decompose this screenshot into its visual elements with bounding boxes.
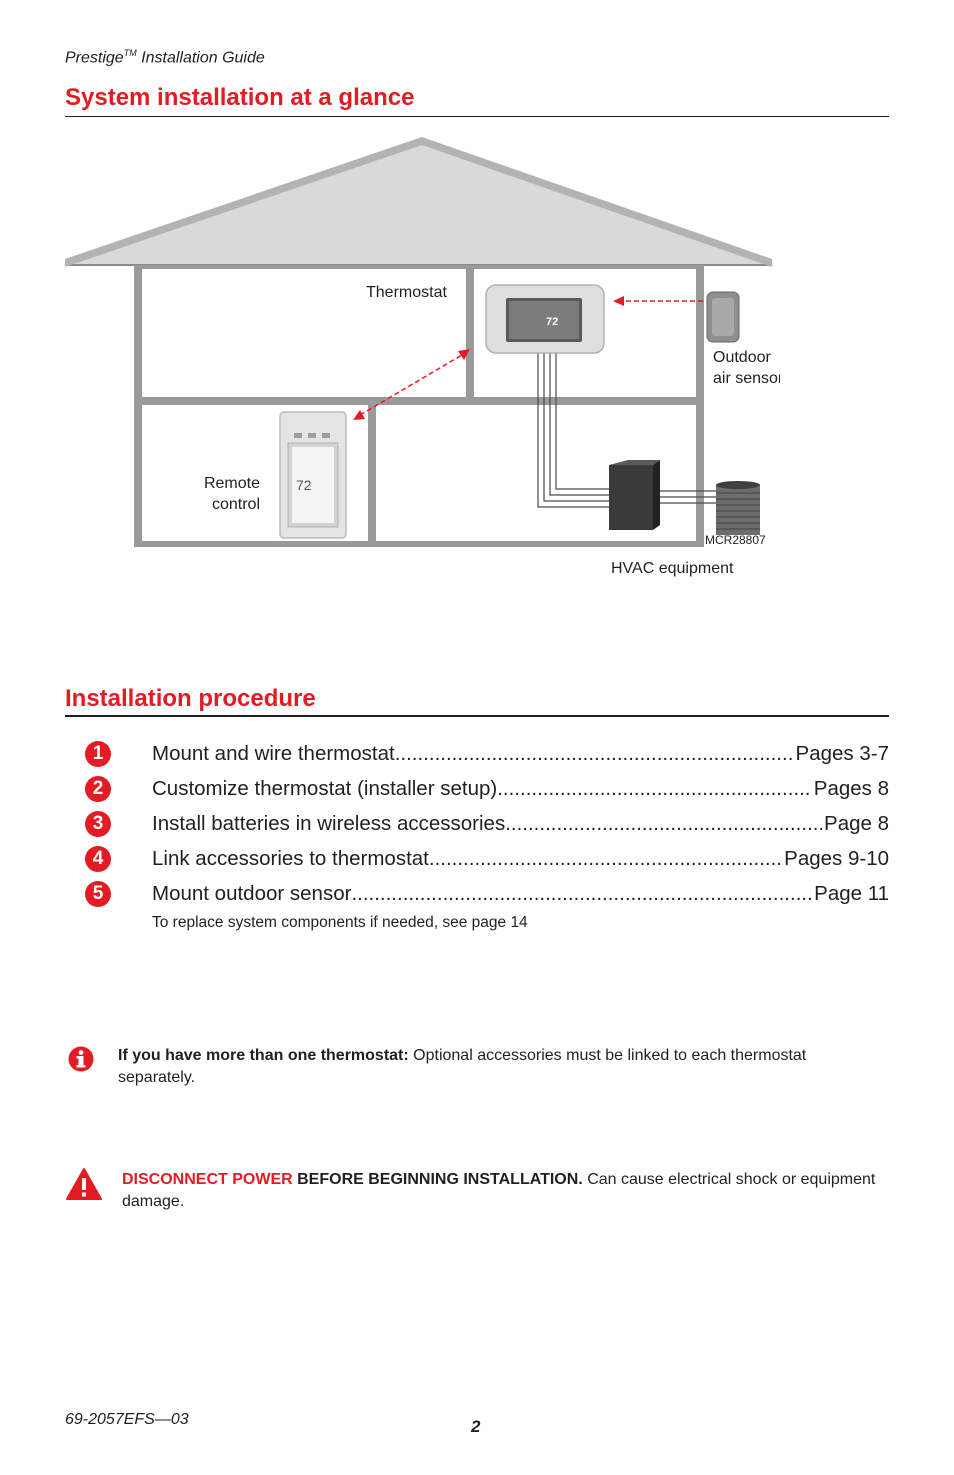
warning-icon bbox=[66, 1168, 102, 1200]
ac-condenser-unit bbox=[716, 481, 760, 535]
step-label: Install batteries in wireless accessorie… bbox=[152, 812, 889, 836]
system-diagram: 72 72 bbox=[64, 137, 780, 577]
procedure-step: 4 Link accessories to thermostat Pages 9-… bbox=[85, 841, 889, 876]
step-number-badge: 3 bbox=[85, 810, 111, 837]
section-rule bbox=[65, 116, 889, 117]
thermostat-wires bbox=[537, 353, 716, 508]
label-model-code: MCR28807 bbox=[705, 533, 766, 547]
house-roof bbox=[64, 137, 773, 267]
dot-leader bbox=[395, 742, 794, 766]
step-text: Mount outdoor sensor bbox=[152, 881, 352, 905]
info-icon bbox=[68, 1046, 94, 1072]
running-head: PrestigeTM Installation Guide bbox=[65, 48, 265, 67]
label-remote-2: control bbox=[212, 496, 260, 513]
step-number-badge: 5 bbox=[85, 880, 111, 907]
info-note: If you have more than one thermostat: Op… bbox=[118, 1045, 878, 1089]
section-title-procedure: Installation procedure bbox=[65, 685, 316, 712]
label-outdoor-1: Outdoor bbox=[713, 349, 771, 366]
guide-title: Installation Guide bbox=[136, 49, 265, 67]
label-thermostat: Thermostat bbox=[366, 284, 447, 301]
procedure-step: 3 Install batteries in wireless accessor… bbox=[85, 806, 889, 841]
section-rule bbox=[65, 715, 889, 717]
outdoor-sensor bbox=[706, 291, 740, 343]
dot-leader bbox=[497, 777, 812, 801]
remote-screen-temp: 72 bbox=[296, 477, 312, 493]
step-label: Mount and wire thermostat Pages 3-7 bbox=[152, 742, 889, 766]
step-page-ref: Page 8 bbox=[824, 811, 889, 835]
step-page-ref: Page 11 bbox=[814, 881, 889, 905]
step-page-ref: Pages 8 bbox=[813, 776, 889, 800]
step-page-ref: Pages 3-7 bbox=[795, 741, 889, 765]
step-text: Mount and wire thermostat bbox=[152, 741, 395, 765]
procedure-step: 5 Mount outdoor sensor Page 11 bbox=[85, 876, 889, 911]
warning-note: DISCONNECT POWER BEFORE BEGINNING INSTAL… bbox=[122, 1169, 878, 1213]
page-number: 2 bbox=[471, 1417, 481, 1436]
step-text: Install batteries in wireless accessorie… bbox=[152, 811, 506, 835]
warning-red-lead: DISCONNECT POWER bbox=[122, 1171, 293, 1188]
step-text: Customize thermostat (installer setup) bbox=[152, 776, 498, 800]
procedure-step: 2 Customize thermostat (installer setup)… bbox=[85, 771, 889, 806]
furnace-unit bbox=[609, 460, 660, 530]
dot-leader bbox=[429, 847, 782, 871]
remote-control-device: 72 bbox=[279, 411, 347, 539]
wireless-links bbox=[353, 296, 703, 420]
procedure-step: 1 Mount and wire thermostat Pages 3-7 bbox=[85, 736, 889, 771]
step-label: Mount outdoor sensor Page 11 bbox=[152, 882, 889, 906]
section-title-glance: System installation at a glance bbox=[65, 84, 415, 111]
dot-leader bbox=[505, 812, 822, 836]
step-number-badge: 2 bbox=[85, 775, 111, 802]
info-note-lead: If you have more than one thermostat: bbox=[118, 1047, 409, 1064]
trademark: TM bbox=[123, 48, 137, 58]
warning-bold: BEFORE BEGINNING INSTALLATION. bbox=[292, 1171, 583, 1188]
document-code: 69-2057EFS—03 bbox=[65, 1411, 189, 1428]
thermostat-device: 72 bbox=[485, 284, 605, 354]
step-text: Link accessories to thermostat bbox=[152, 846, 429, 870]
label-remote-1: Remote bbox=[204, 475, 260, 492]
product-name: Prestige bbox=[65, 49, 124, 67]
thermostat-screen-temp: 72 bbox=[546, 316, 558, 328]
dot-leader bbox=[351, 882, 812, 906]
replace-note: To replace system components if needed, … bbox=[152, 914, 528, 931]
step-label: Link accessories to thermostat Pages 9-10 bbox=[152, 847, 889, 871]
step-number-badge: 1 bbox=[85, 740, 111, 767]
step-number-badge: 4 bbox=[85, 845, 111, 872]
label-outdoor-2: air sensor bbox=[713, 370, 780, 387]
step-label: Customize thermostat (installer setup) P… bbox=[152, 777, 889, 801]
label-hvac: HVAC equipment bbox=[611, 560, 734, 577]
warning-body: Can cause electrical shock or equipment … bbox=[122, 1171, 876, 1210]
step-page-ref: Pages 9-10 bbox=[784, 846, 889, 870]
procedure-steps: 1 Mount and wire thermostat Pages 3-7 2 C… bbox=[85, 736, 889, 911]
info-note-body: Optional accessories must be linked to e… bbox=[118, 1047, 807, 1086]
